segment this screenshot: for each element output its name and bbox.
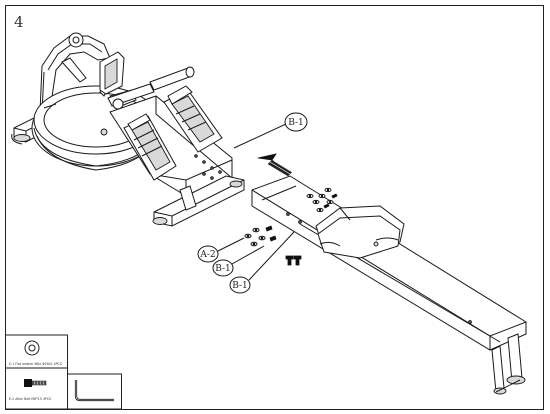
bolt-caption: E-2 Allen Bolt M8*15 4PCS bbox=[9, 397, 51, 401]
callout-b1-top-label: B-1 bbox=[288, 118, 304, 128]
washer-caption: E-1 Flat washer Φ8x Φ16x2 4PCS bbox=[9, 362, 62, 366]
hardware-upper bbox=[306, 187, 338, 213]
callout-a2: A-2 bbox=[197, 237, 245, 263]
step-number: 4 bbox=[14, 13, 24, 31]
washer-icon bbox=[24, 340, 40, 356]
callout-b1-bottom: B-1 bbox=[229, 231, 295, 294]
parts-box: E-1 Flat washer Φ8x Φ16x2 4PCS E-2 Allen… bbox=[5, 334, 122, 410]
page-frame bbox=[5, 5, 544, 410]
allen-bolt-icon bbox=[24, 379, 47, 387]
callout-a2-label: A-2 bbox=[199, 250, 215, 260]
callout-b1-bottom-label: B-1 bbox=[232, 281, 248, 291]
callout-b1-top: B-1 bbox=[233, 112, 308, 149]
hardware-lower bbox=[244, 225, 302, 266]
allen-key-icon bbox=[74, 380, 114, 402]
callout-b1-mid-label: B-1 bbox=[215, 264, 231, 274]
monorail-beam bbox=[251, 175, 527, 395]
main-frame-assembly bbox=[11, 32, 245, 227]
direction-arrow bbox=[257, 153, 293, 177]
callout-b1-mid: B-1 bbox=[212, 245, 265, 277]
